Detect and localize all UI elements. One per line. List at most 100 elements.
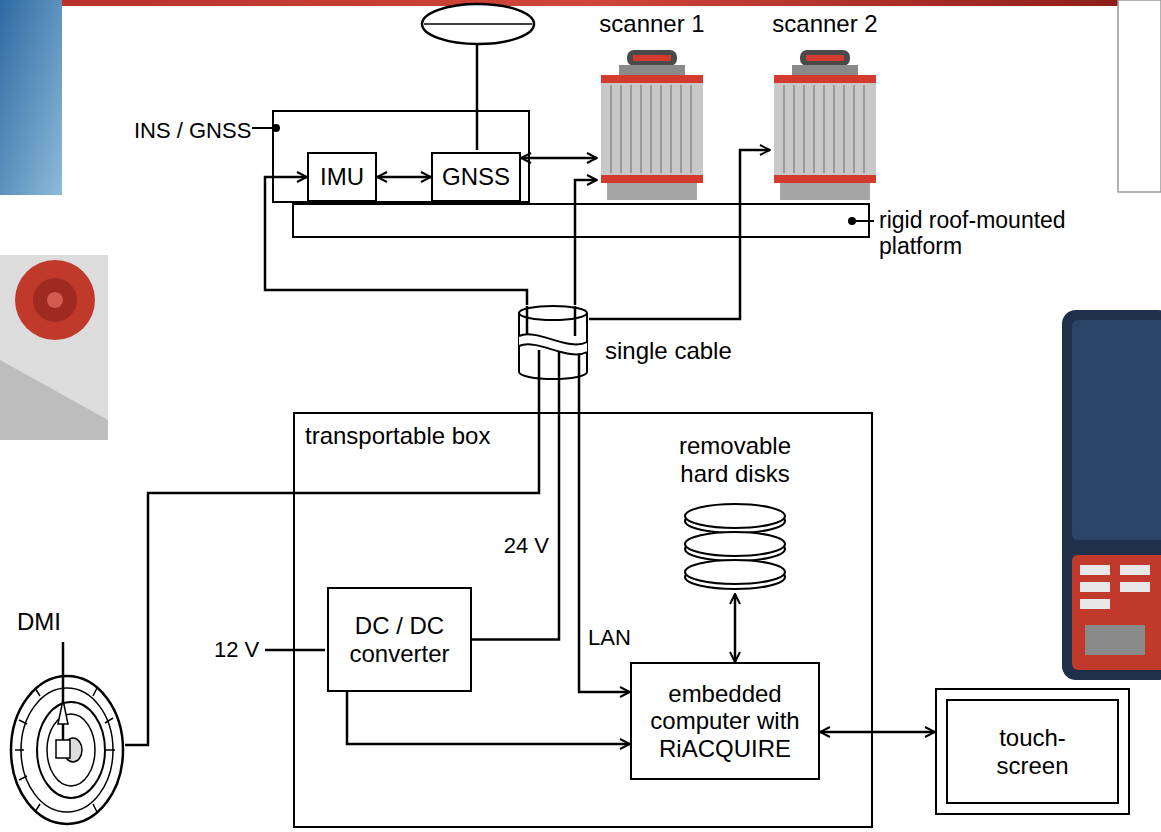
drawing-part <box>774 83 876 175</box>
hard-disks: removable hard disks <box>670 432 800 594</box>
connector <box>521 157 597 160</box>
gnss-box: GNSS <box>431 152 521 202</box>
photo-strip <box>62 0 1118 6</box>
connector <box>472 380 559 640</box>
ins-gnss-unit: INS / GNSSIMUGNSS <box>272 110 530 203</box>
drawing-part <box>58 700 68 724</box>
connector <box>347 692 630 744</box>
gnss-antenna <box>422 4 534 150</box>
drawing-part <box>37 702 105 798</box>
drawing-part <box>800 50 850 66</box>
drawing-part <box>33 278 77 322</box>
signal-label: LAN <box>586 625 633 650</box>
drawing-part <box>15 688 115 812</box>
node-label: INS / GNSS <box>134 118 251 143</box>
scanner-illustration <box>597 50 707 200</box>
drawing-part <box>1072 555 1161 670</box>
connector <box>377 176 431 179</box>
node-label: embedded computer with RiACQUIRE <box>638 680 812 763</box>
transport-box: transportable box removable hard disks DC … <box>293 412 873 828</box>
drawing-part <box>685 532 785 556</box>
node-label: single cable <box>605 337 732 365</box>
drawing-part <box>519 334 587 354</box>
scanner-illustration <box>770 50 880 200</box>
computer-box: embedded computer with RiACQUIRE <box>630 662 820 780</box>
imu-box: IMU <box>307 152 377 202</box>
drawing-part <box>784 85 864 173</box>
laser-scanner: scanner 1 <box>597 50 707 200</box>
node-label: touch-screen <box>983 724 1083 779</box>
voltage-label: 12 V <box>212 637 261 662</box>
drawing-part <box>1080 582 1110 592</box>
cap-photo <box>0 255 108 440</box>
drawing-part <box>601 75 703 83</box>
node-label: IMU <box>320 163 364 191</box>
cable-illustration <box>517 305 589 380</box>
laser-scanner: scanner 2 <box>770 50 880 200</box>
drawing-part <box>519 306 587 320</box>
signal-label: 24 V <box>502 533 551 558</box>
drawing-part <box>11 676 123 824</box>
drawing-part <box>1062 310 1161 680</box>
drawing-part <box>607 183 697 200</box>
drawing-part <box>611 85 691 173</box>
drawing-part <box>47 292 63 308</box>
drawing-part <box>601 83 703 175</box>
drawing-part <box>633 55 671 61</box>
cable-bundle: single cable <box>517 305 589 380</box>
photo-fragment <box>0 0 62 195</box>
drawing-part <box>806 55 844 61</box>
drawing-part <box>0 255 108 440</box>
drawing-part <box>848 217 856 225</box>
connector <box>589 150 770 319</box>
connector <box>575 180 597 305</box>
drawing-part <box>0 360 108 440</box>
drawing-part <box>519 313 587 379</box>
drawing-part <box>685 560 785 584</box>
drawing-part <box>1120 582 1150 592</box>
node-label: DMI <box>17 608 61 636</box>
drawing-part <box>1072 320 1161 540</box>
drawing-part <box>792 65 858 75</box>
leader-line <box>252 124 280 132</box>
node-label: removable hard disks <box>670 432 800 487</box>
drawing-part <box>56 740 70 758</box>
leader-line <box>848 217 874 225</box>
dmi-wheel: DMI <box>5 600 125 828</box>
converter-box: DC / DC converter <box>327 587 472 692</box>
drawing-part <box>476 44 479 150</box>
supply-wire <box>265 649 325 652</box>
drawing-part <box>627 50 677 66</box>
node-label: scanner 2 <box>755 10 895 38</box>
drawing-part <box>424 23 532 25</box>
drawing-part <box>619 65 685 75</box>
drawing-part <box>519 334 587 354</box>
connector <box>125 380 539 745</box>
laptop-photo <box>1062 310 1161 680</box>
roof-platform: rigid roof-mounted platform <box>292 203 870 238</box>
drawing-part <box>21 688 113 812</box>
drawing-part <box>47 714 95 786</box>
connector <box>820 731 935 734</box>
photo-fragment <box>1118 0 1161 192</box>
drawing-part <box>1085 625 1145 655</box>
node-label: transportable box <box>305 422 490 450</box>
connector <box>734 594 737 662</box>
drawing-part <box>1080 565 1110 575</box>
drawing-part <box>601 175 703 183</box>
node-label: scanner 1 <box>582 10 722 38</box>
drawing-part <box>780 183 870 200</box>
drawing-part <box>1120 565 1150 575</box>
drawing-part <box>422 4 534 44</box>
touch-screen-box: touch-screen <box>935 688 1130 815</box>
node-label: GNSS <box>442 163 510 191</box>
drawing-part <box>685 504 785 528</box>
drawing-part <box>774 175 876 183</box>
drawing-part <box>15 260 95 340</box>
node-label: rigid roof-mounted platform <box>879 207 1149 260</box>
drawing-part <box>62 642 65 746</box>
drawing-part <box>1080 599 1110 609</box>
